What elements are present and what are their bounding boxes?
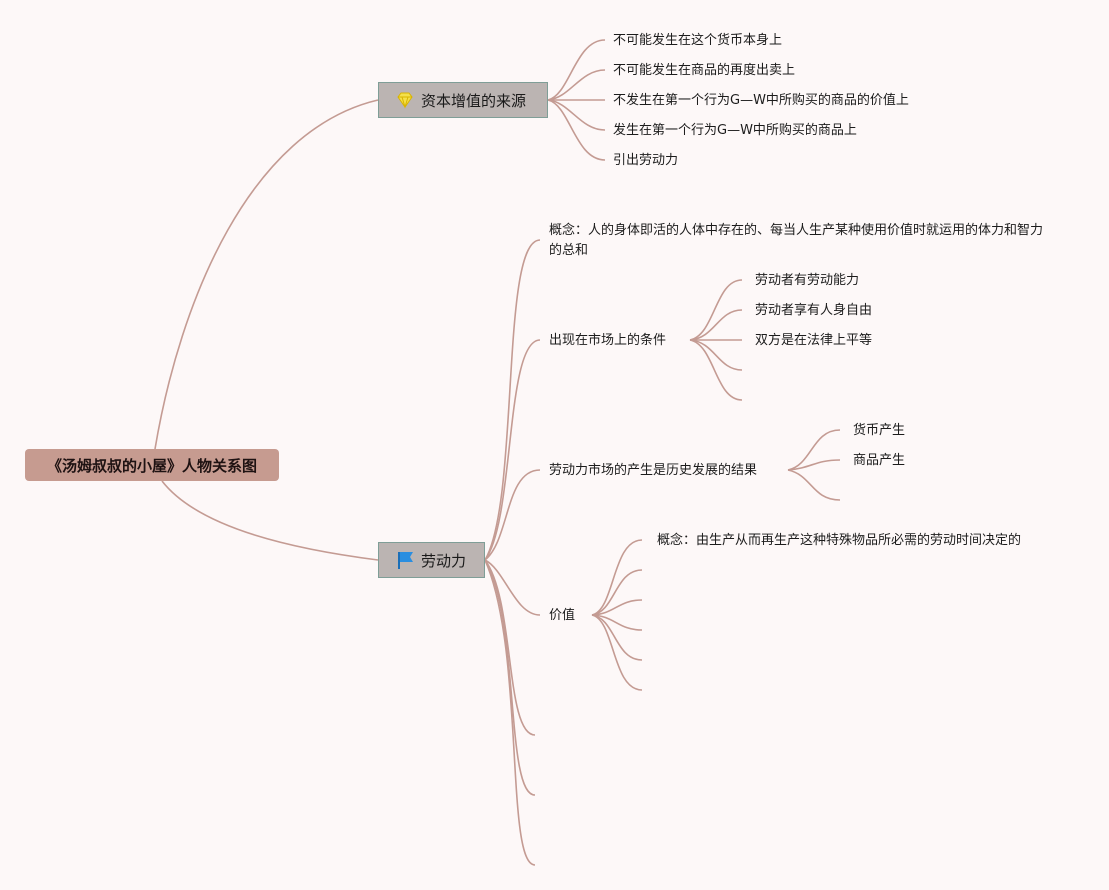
leaf-history-2[interactable]: 商品产生 bbox=[853, 453, 906, 468]
leaf-labor-value[interactable]: 价值 bbox=[549, 608, 576, 623]
leaf-condition-2[interactable]: 劳动者享有人身自由 bbox=[755, 303, 873, 318]
diamond-icon bbox=[397, 92, 413, 109]
leaf-labor-conditions[interactable]: 出现在市场上的条件 bbox=[549, 333, 667, 348]
leaf-condition-3[interactable]: 双方是在法律上平等 bbox=[755, 333, 873, 348]
leaf-capital-5[interactable]: 引出劳动力 bbox=[613, 153, 679, 168]
root-topic[interactable]: 《汤姆叔叔的小屋》人物关系图 bbox=[25, 449, 279, 481]
root-topic-label: 《汤姆叔叔的小屋》人物关系图 bbox=[46, 456, 257, 475]
topic-capital-source-label: 资本增值的来源 bbox=[421, 91, 527, 110]
leaf-labor-history[interactable]: 劳动力市场的产生是历史发展的结果 bbox=[549, 463, 758, 478]
topic-labor-power[interactable]: 劳动力 bbox=[378, 542, 485, 578]
topic-capital-source[interactable]: 资本增值的来源 bbox=[378, 82, 548, 118]
leaf-value-concept[interactable]: 概念：由生产从而再生产这种特殊物品所必需的劳动时间决定的 bbox=[657, 533, 1022, 548]
leaf-condition-1[interactable]: 劳动者有劳动能力 bbox=[755, 273, 860, 288]
leaf-capital-4[interactable]: 发生在第一个行为G—W中所购买的商品上 bbox=[613, 123, 857, 138]
leaf-history-1[interactable]: 货币产生 bbox=[853, 423, 906, 438]
leaf-labor-concept[interactable]: 概念：人的身体即活的人体中存在的、每当人生产某种使用价值时就运用的体力和智力的总… bbox=[549, 223, 1044, 258]
leaf-capital-2[interactable]: 不可能发生在商品的再度出卖上 bbox=[613, 63, 796, 78]
topic-labor-power-label: 劳动力 bbox=[421, 551, 467, 570]
leaf-capital-1[interactable]: 不可能发生在这个货币本身上 bbox=[613, 33, 783, 48]
leaf-capital-3[interactable]: 不发生在第一个行为G—W中所购买的商品的价值上 bbox=[613, 93, 909, 108]
flag-icon bbox=[398, 552, 413, 569]
